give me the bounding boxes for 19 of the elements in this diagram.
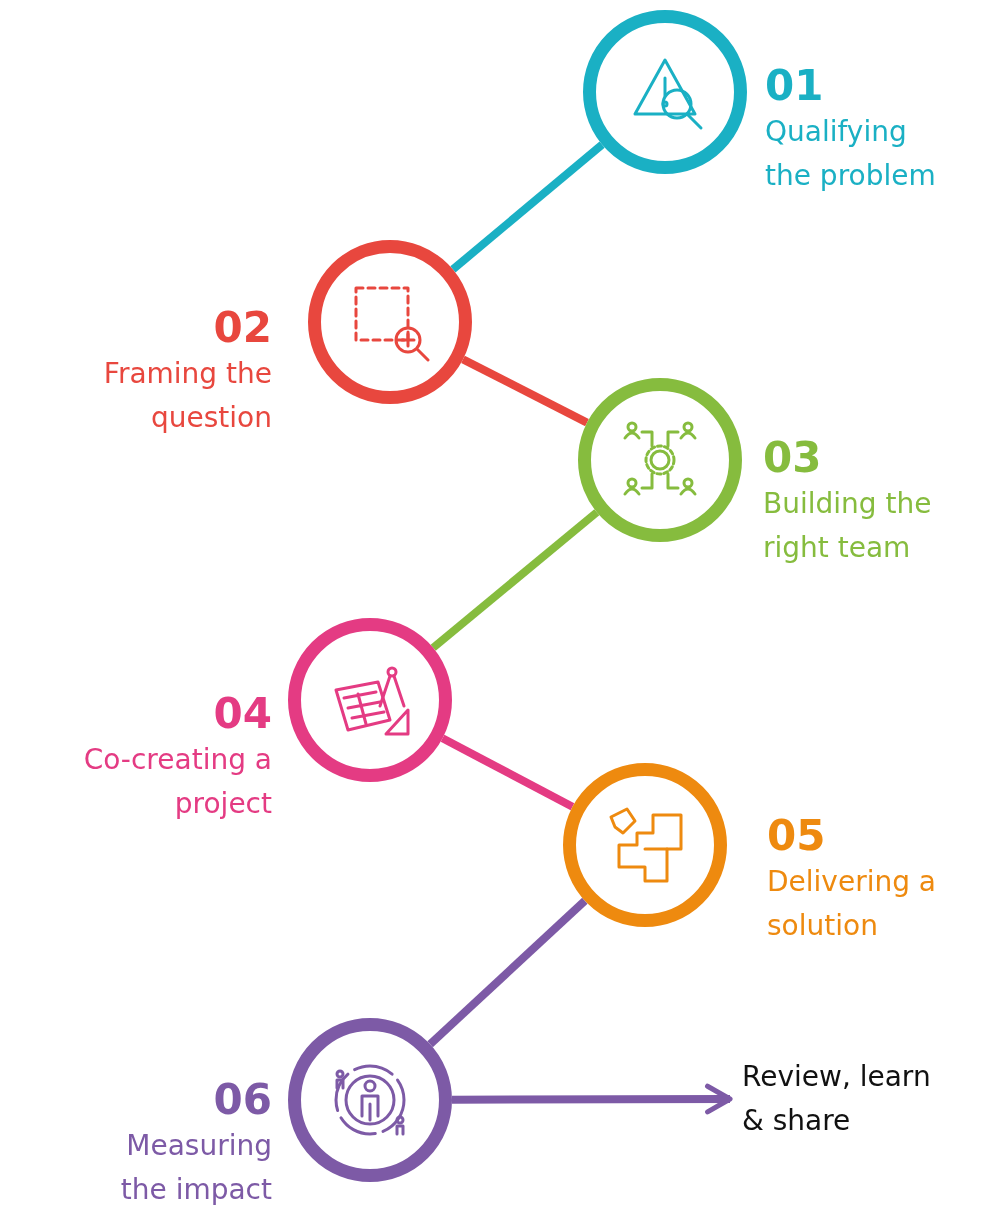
step-number: 06 [212, 1076, 272, 1124]
connector-line [450, 141, 605, 273]
connector-line [461, 355, 589, 427]
step-number: 05 [767, 812, 827, 860]
connector-line [440, 734, 575, 811]
step-label: Review, learn & share [742, 1059, 932, 1139]
arrow [452, 1083, 733, 1115]
step-number: 01 [765, 62, 825, 110]
connector-line [430, 509, 600, 651]
step-number: 02 [212, 304, 272, 352]
step-label: Co-creating a project [82, 742, 272, 822]
step-number: 04 [212, 690, 272, 738]
step-label: Delivering a solution [767, 864, 937, 944]
step-label: Building the right team [763, 486, 933, 566]
step-label: Framing the question [102, 356, 272, 436]
step-label: Qualifying the problem [765, 114, 937, 194]
step-number: 03 [763, 434, 823, 482]
step-label: Measuring the impact [119, 1128, 272, 1208]
connector-line [427, 897, 588, 1048]
